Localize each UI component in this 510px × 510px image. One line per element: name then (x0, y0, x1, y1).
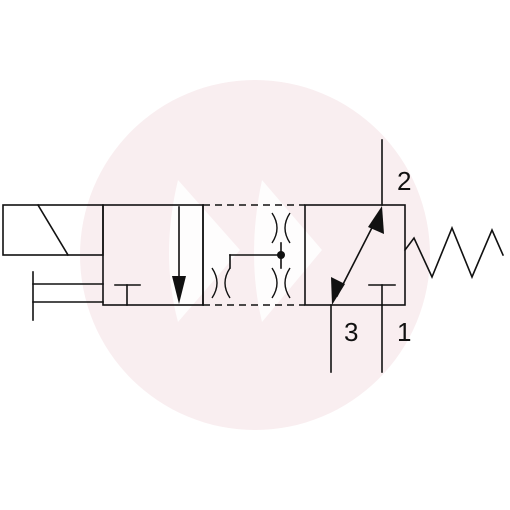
left-envelope (102, 204, 204, 306)
return-spring (403, 225, 505, 280)
manual-override (32, 271, 104, 321)
port-2-label: 2 (397, 166, 411, 196)
right-envelope (304, 204, 406, 306)
port-3-label: 3 (344, 317, 358, 347)
port-lines (330, 139, 383, 373)
port-1-label: 1 (397, 317, 411, 347)
middle-envelope (202, 204, 305, 306)
